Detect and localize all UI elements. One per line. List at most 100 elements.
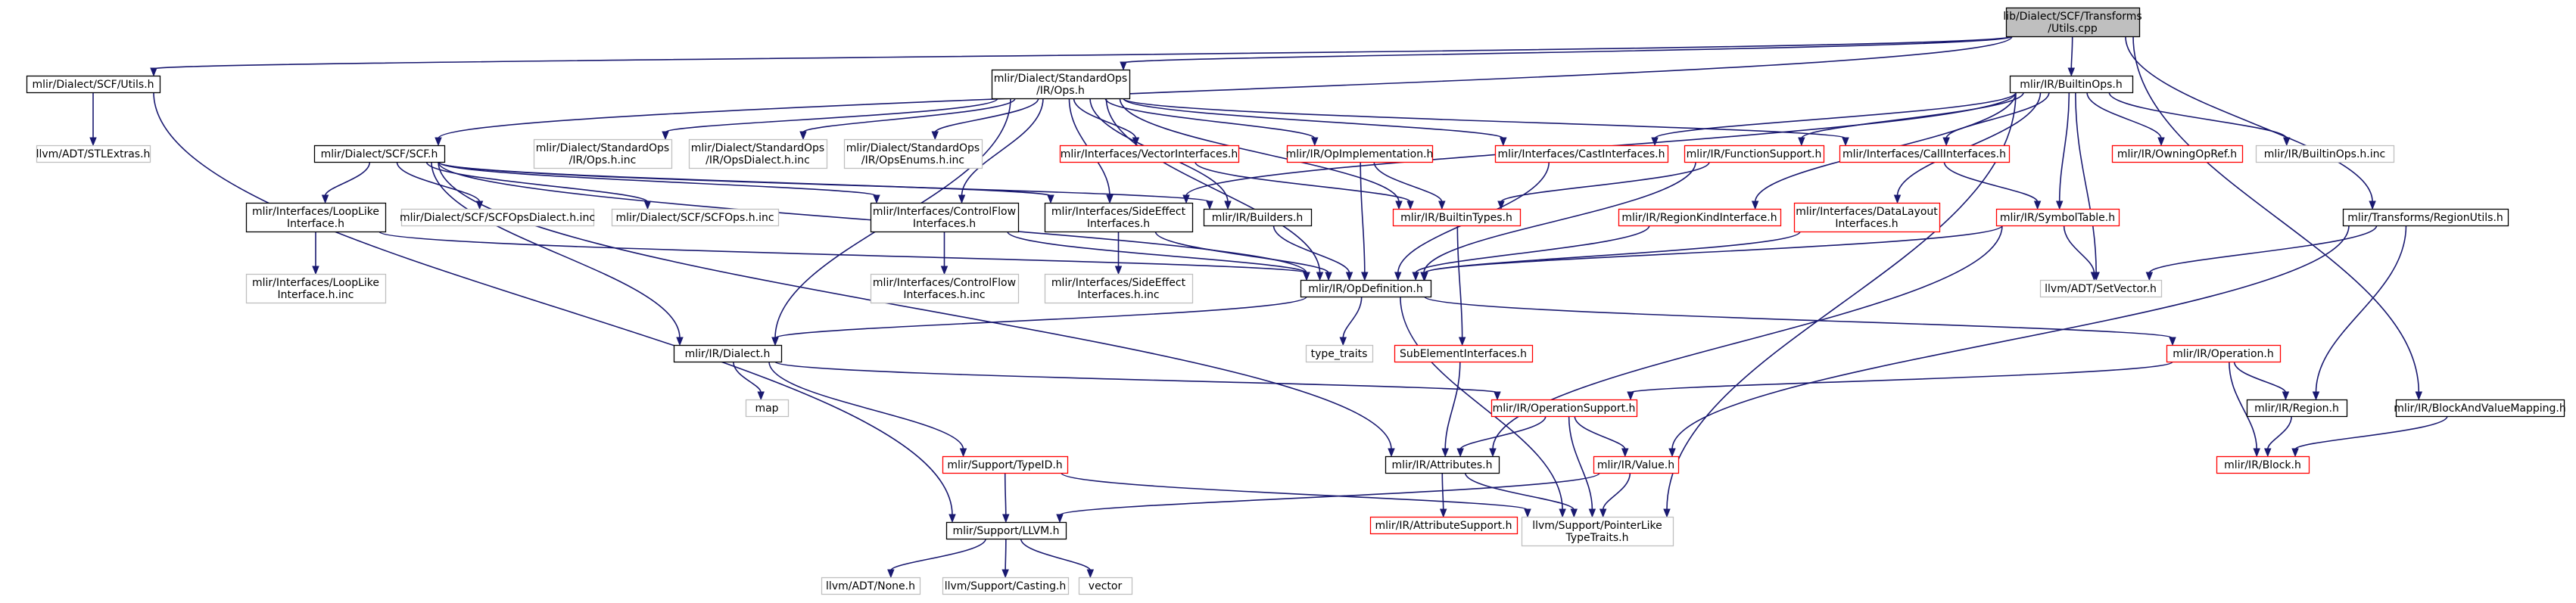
node-label: mlir/Interfaces/SideEffect	[1051, 277, 1186, 289]
edge-controlflow-to-controlflow-inc	[940, 232, 948, 275]
node-box	[2342, 208, 2509, 227]
node-symboltable[interactable]: mlir/IR/SymbolTable.h	[1995, 208, 2120, 227]
node-op-implementation[interactable]: mlir/IR/OpImplementation.h	[1286, 145, 1434, 163]
edge-operation-to-operation-support	[1627, 361, 2173, 401]
node-builtin-types[interactable]: mlir/IR/BuiltinTypes.h	[1392, 208, 1522, 227]
edge-region-utils-to-value	[1668, 225, 2350, 458]
node-label: mlir/Dialect/SCF/SCFOps.h.inc	[615, 212, 774, 224]
node-region-utils[interactable]: mlir/Transforms/RegionUtils.h	[2342, 208, 2509, 227]
node-label: mlir/IR/Value.h	[1597, 459, 1674, 471]
edge-builtin-ops-to-owning-opref	[2086, 92, 2165, 147]
node-label: type_traits	[1311, 348, 1368, 360]
node-box	[1369, 516, 1519, 535]
node-label: mlir/Transforms/RegionUtils.h	[2347, 212, 2503, 224]
node-label: map	[755, 403, 778, 415]
node-scf-h[interactable]: mlir/Dialect/SCF/SCF.h	[313, 145, 446, 163]
node-attributes[interactable]: mlir/IR/Attributes.h	[1385, 455, 1500, 474]
node-std-opsdialect-inc: mlir/Dialect/StandardOps/IR/OpsDialect.h…	[688, 138, 828, 169]
node-box	[533, 138, 673, 169]
node-label: mlir/Interfaces/ControlFlow	[873, 277, 1016, 289]
node-label: Interfaces.h	[1835, 218, 1898, 230]
edge-std-ops-to-controlflow	[958, 98, 1044, 204]
node-call-interfaces[interactable]: mlir/Interfaces/CallInterfaces.h	[1839, 145, 2011, 163]
node-setvector: llvm/ADT/SetVector.h	[2039, 279, 2163, 298]
node-scf-utils[interactable]: mlir/Dialect/SCF/Utils.h	[26, 75, 161, 94]
node-std-ops-inc: mlir/Dialect/StandardOps/IR/Ops.h.inc	[533, 138, 673, 169]
node-blockandvalue[interactable]: mlir/IR/BlockAndValueMapping.h	[2394, 399, 2566, 418]
node-cast-interfaces[interactable]: mlir/Interfaces/CastInterfaces.h	[1494, 145, 1669, 163]
node-llvm-h[interactable]: mlir/Support/LLVM.h	[945, 521, 1067, 540]
node-operation[interactable]: mlir/IR/Operation.h	[2166, 344, 2282, 363]
node-label: mlir/Interfaces/CallInterfaces.h	[1842, 148, 2006, 160]
edge-symboltable-to-opdefinition	[1421, 225, 2003, 281]
edge-scf-h-to-scfops-inc	[425, 161, 652, 210]
node-label: /IR/Ops.h	[1036, 85, 1085, 97]
node-box	[2216, 455, 2310, 474]
node-label: /IR/OpsEnums.h.inc	[861, 154, 964, 166]
node-label: mlir/IR/BlockAndValueMapping.h	[2394, 403, 2566, 415]
node-root[interactable]: lib/Dialect/SCF/Transforms/Utils.cpp	[2003, 7, 2142, 38]
node-box	[611, 208, 780, 227]
edge-std-ops-to-cast-interfaces	[1123, 98, 1507, 147]
edge-std-ops-to-call-interfaces	[1123, 98, 1849, 147]
edge-ir-dialect-to-typeid	[768, 361, 967, 458]
node-box	[313, 145, 446, 163]
node-builtin-ops[interactable]: mlir/IR/BuiltinOps.h	[2009, 75, 2134, 94]
edge-std-ops-to-std-opsdialect-inc	[799, 98, 1016, 141]
edge-builtin-ops-to-cast-interfaces	[1651, 92, 2017, 147]
edge-opdefinition-to-pointerlike	[1400, 296, 1566, 518]
edge-region-utils-to-region	[2312, 225, 2407, 401]
node-label: mlir/Dialect/SCF/Utils.h	[32, 79, 154, 91]
node-value[interactable]: mlir/IR/Value.h	[1593, 455, 1680, 474]
node-box	[1521, 516, 1674, 547]
node-attribute-support[interactable]: mlir/IR/AttributeSupport.h	[1369, 516, 1519, 535]
edge-sideeffect-to-sideeffect-inc	[1114, 232, 1123, 275]
node-regionkind[interactable]: mlir/IR/RegionKindInterface.h	[1618, 208, 1782, 227]
node-std-ops[interactable]: mlir/Dialect/StandardOps/IR/Ops.h	[991, 69, 1131, 100]
node-label: mlir/Dialect/StandardOps	[846, 142, 980, 154]
node-box	[942, 577, 1070, 595]
edge-std-ops-to-builtin-types	[1119, 98, 1403, 210]
node-vector-interfaces[interactable]: mlir/Interfaces/VectorInterfaces.h	[1059, 145, 1240, 163]
edge-sideeffect-to-opdefinition	[1154, 231, 1332, 281]
node-box	[673, 344, 783, 363]
node-subelement[interactable]: SubElementInterfaces.h	[1394, 344, 1534, 363]
node-label: mlir/Interfaces/VectorInterfaces.h	[1061, 148, 1238, 160]
node-label: lib/Dialect/SCF/Transforms	[2003, 11, 2141, 23]
node-box	[821, 577, 921, 595]
node-box	[1684, 145, 1825, 163]
node-box	[870, 273, 1020, 304]
node-region[interactable]: mlir/IR/Region.h	[2246, 399, 2348, 418]
node-ir-dialect[interactable]: mlir/IR/Dialect.h	[673, 344, 783, 363]
node-operation-support[interactable]: mlir/IR/OperationSupport.h	[1490, 399, 1638, 418]
node-opdefinition[interactable]: mlir/IR/OpDefinition.h	[1300, 279, 1432, 298]
edge-regionkind-to-opdefinition	[1412, 225, 1650, 281]
node-block[interactable]: mlir/IR/Block.h	[2216, 455, 2310, 474]
edge-operation-support-to-attributes	[1456, 415, 1547, 458]
node-label: Interface.h.inc	[278, 289, 354, 301]
node-box	[870, 202, 1020, 233]
node-label: Interfaces.h.inc	[903, 289, 985, 301]
node-label: Interfaces.h	[1087, 218, 1150, 230]
node-label: mlir/IR/BuiltinTypes.h	[1400, 212, 1512, 224]
node-typeid[interactable]: mlir/Support/TypeID.h	[942, 455, 1069, 474]
node-label: mlir/IR/OpDefinition.h	[1308, 283, 1422, 295]
node-builders[interactable]: mlir/IR/Builders.h	[1203, 208, 1313, 227]
edge-typeid-to-llvm-h	[1002, 472, 1010, 524]
edge-root-to-std-ops	[1120, 36, 2013, 71]
edge-op-implementation-to-builtin-types	[1373, 161, 1446, 210]
node-label: mlir/Dialect/StandardOps	[536, 142, 669, 154]
node-box	[1839, 145, 2011, 163]
node-box	[1300, 279, 1432, 298]
edge-blockandvalue-to-block	[2291, 415, 2448, 458]
node-function-support[interactable]: mlir/IR/FunctionSupport.h	[1684, 145, 1825, 163]
node-label: mlir/Support/LLVM.h	[953, 525, 1060, 537]
node-owning-opref[interactable]: mlir/IR/OwningOpRef.h	[2111, 145, 2244, 163]
node-box	[1793, 202, 1941, 233]
node-box	[942, 455, 1069, 474]
